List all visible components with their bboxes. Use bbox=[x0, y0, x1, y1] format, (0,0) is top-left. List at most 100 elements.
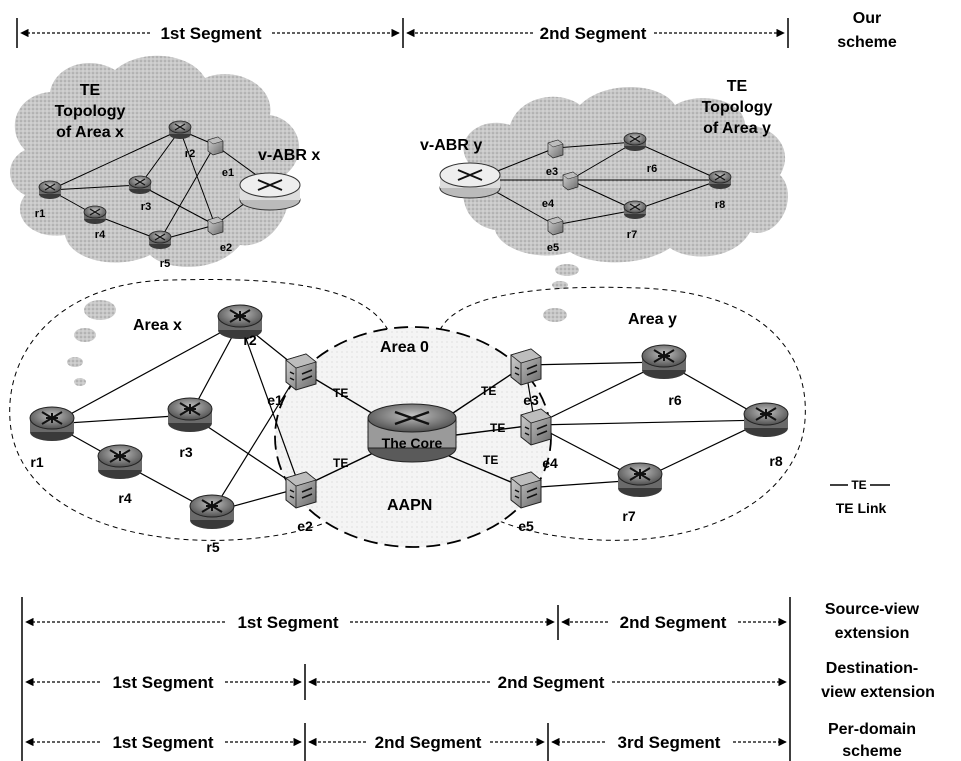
label-r4: r4 bbox=[118, 490, 131, 506]
legend-caption: TE Link bbox=[836, 500, 887, 516]
row1-label-2: extension bbox=[835, 625, 910, 642]
cloud-x-router-r3-icon bbox=[128, 175, 152, 195]
row-per-domain: 1st Segment 2nd Segment 3rd Segment Per-… bbox=[25, 721, 916, 760]
switch-e2-icon bbox=[285, 471, 317, 509]
label-r8: r8 bbox=[769, 453, 782, 469]
label-r7: r7 bbox=[622, 508, 635, 524]
cloud-x-switch-e1-icon bbox=[207, 136, 224, 156]
cloud-x-router-r2-icon bbox=[168, 120, 192, 140]
area-0-label: Area 0 bbox=[380, 339, 429, 356]
vabr-x-label: v-ABR x bbox=[258, 147, 320, 164]
row1-seg1: 1st Segment bbox=[237, 613, 338, 632]
te-label-e2: TE bbox=[333, 456, 348, 470]
cloud-x-title-1: TE bbox=[80, 82, 101, 99]
cloud-x-label-e1: e1 bbox=[222, 167, 234, 179]
cloud-y-switch-e3-icon bbox=[547, 139, 564, 159]
area-x-label: Area x bbox=[133, 317, 182, 334]
label-r5: r5 bbox=[206, 539, 219, 555]
cloud-y-switch-e4-icon bbox=[562, 171, 579, 191]
row3-seg3: 3rd Segment bbox=[618, 733, 721, 752]
legend-line-label: TE bbox=[851, 478, 866, 492]
area-y-boundary bbox=[437, 286, 806, 541]
label-e5: e5 bbox=[518, 518, 534, 534]
cloud-y-switch-e5-icon bbox=[547, 216, 564, 236]
cloud-y-label-e3: e3 bbox=[546, 166, 558, 178]
cloud-x-router-r1-icon bbox=[38, 180, 62, 200]
cloud-y-router-r7-icon bbox=[623, 200, 647, 220]
switch-e3-icon bbox=[510, 348, 542, 386]
te-label-e5: TE bbox=[483, 453, 498, 467]
vabr-y-label: v-ABR y bbox=[420, 137, 482, 154]
router-r4-icon bbox=[97, 444, 143, 480]
vabr-x-icon bbox=[239, 172, 301, 211]
top-scale: 1st Segment 2nd Segment Our scheme bbox=[16, 10, 897, 51]
cloud-y-router-r6-icon bbox=[623, 132, 647, 152]
cloud-y-router-r8-icon bbox=[708, 170, 732, 190]
top-row-label-2: scheme bbox=[837, 34, 897, 51]
top-seg1-label: 1st Segment bbox=[160, 24, 261, 43]
core-label: The Core bbox=[382, 435, 443, 451]
area-y-label: Area y bbox=[628, 311, 677, 328]
cloud-x-router-r5-icon bbox=[148, 230, 172, 250]
bottom-scales: 1st Segment 2nd Segment Source-view exte… bbox=[21, 597, 935, 761]
physical-network: Area x Area 0 Area y AAPN TE TE TE T bbox=[9, 279, 806, 555]
cloud-x-label-r4: r4 bbox=[95, 229, 106, 241]
row3-label-2: scheme bbox=[842, 743, 902, 760]
label-e3: e3 bbox=[523, 392, 539, 408]
router-r3-icon bbox=[167, 397, 213, 433]
row-destination-view: 1st Segment 2nd Segment Destination- vie… bbox=[25, 660, 935, 701]
row1-label-1: Source-view bbox=[825, 601, 920, 618]
row2-label-2: view extension bbox=[821, 684, 935, 701]
row3-seg2: 2nd Segment bbox=[375, 733, 482, 752]
row1-seg2: 2nd Segment bbox=[620, 613, 727, 632]
label-r1: r1 bbox=[30, 454, 43, 470]
cloud-x-label-r2: r2 bbox=[185, 148, 195, 160]
top-seg2-label: 2nd Segment bbox=[540, 24, 647, 43]
label-e1: e1 bbox=[267, 392, 283, 408]
cloud-area-y: TE Topology of Area y v-ABR y e3 bbox=[420, 78, 789, 289]
label-r3: r3 bbox=[179, 444, 192, 460]
switch-e4-icon bbox=[520, 408, 552, 446]
cloud-x-title-3: of Area x bbox=[56, 124, 124, 141]
core-router-icon bbox=[367, 403, 457, 463]
cloud-x-label-r5: r5 bbox=[160, 258, 170, 270]
te-label-e1: TE bbox=[333, 386, 348, 400]
router-r5-icon bbox=[189, 494, 235, 530]
label-r2: r2 bbox=[243, 332, 256, 348]
cloud-y-title-3: of Area y bbox=[703, 120, 771, 137]
router-r1-icon bbox=[29, 406, 75, 442]
router-r7-icon bbox=[617, 462, 663, 498]
vabr-y-icon bbox=[439, 162, 501, 199]
aapn-label: AAPN bbox=[387, 497, 432, 514]
switch-e5-icon bbox=[510, 471, 542, 509]
te-label-e3: TE bbox=[481, 384, 496, 398]
cloud-y-label-e4: e4 bbox=[542, 198, 555, 210]
router-r6-icon bbox=[641, 344, 687, 380]
row3-seg1: 1st Segment bbox=[112, 733, 213, 752]
cloud-y-label-r6: r6 bbox=[647, 163, 657, 175]
cloud-x-label-e2: e2 bbox=[220, 242, 232, 254]
cloud-y-label-r8: r8 bbox=[715, 199, 725, 211]
cloud-x-label-r3: r3 bbox=[141, 201, 151, 213]
legend: TE TE Link bbox=[830, 478, 890, 516]
label-e4: e4 bbox=[542, 455, 558, 471]
row-source-view: 1st Segment 2nd Segment Source-view exte… bbox=[25, 601, 920, 642]
cloud-y-label-e5: e5 bbox=[547, 242, 559, 254]
router-r8-icon bbox=[743, 402, 789, 438]
row2-label-1: Destination- bbox=[826, 660, 918, 677]
cloud-y-title-1: TE bbox=[727, 78, 748, 95]
cloud-x-title-2: Topology bbox=[55, 103, 126, 120]
label-r6: r6 bbox=[668, 392, 681, 408]
te-label-e4: TE bbox=[490, 421, 505, 435]
cloud-x-label-r1: r1 bbox=[35, 208, 45, 220]
row2-seg1: 1st Segment bbox=[112, 673, 213, 692]
switch-e1-icon bbox=[285, 353, 317, 391]
row3-label-1: Per-domain bbox=[828, 721, 916, 738]
cloud-y-title-2: Topology bbox=[702, 99, 773, 116]
cloud-area-x: TE Topology of Area x bbox=[10, 55, 320, 270]
label-e2: e2 bbox=[297, 518, 313, 534]
row2-seg2: 2nd Segment bbox=[498, 673, 605, 692]
cloud-y-label-r7: r7 bbox=[627, 229, 637, 241]
cloud-x-switch-e2-icon bbox=[207, 216, 224, 236]
